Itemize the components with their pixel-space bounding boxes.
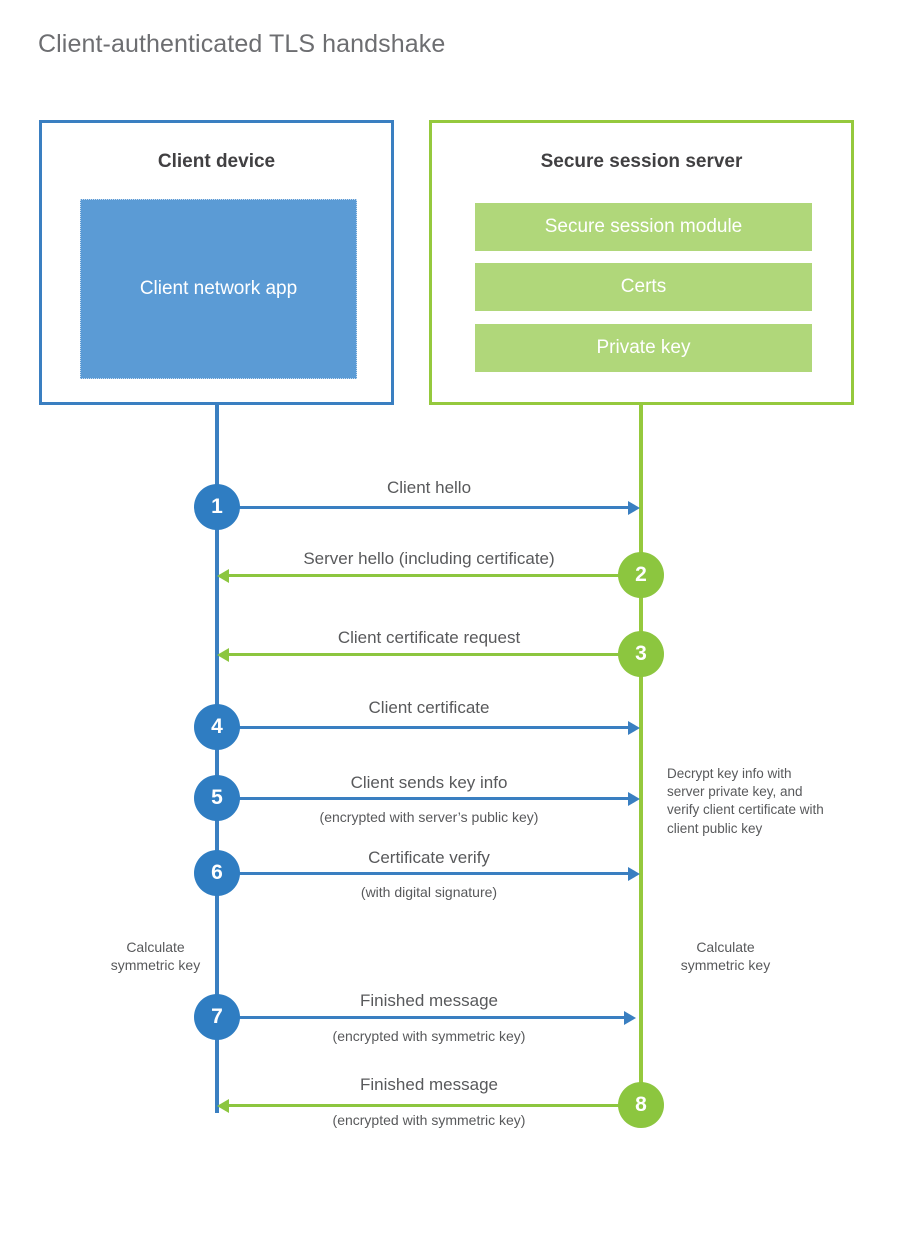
step-6-arrow bbox=[217, 866, 640, 881]
step-1-circle[interactable]: 1 bbox=[194, 484, 240, 530]
step-7-circle[interactable]: 7 bbox=[194, 994, 240, 1040]
server-decrypt-note: Decrypt key info with server private key… bbox=[667, 766, 824, 836]
step-4-number: 4 bbox=[211, 715, 223, 738]
step-5-label: Client sends key info bbox=[350, 773, 508, 792]
step-3-arrow bbox=[217, 647, 629, 662]
step-4-label: Client certificate bbox=[368, 698, 490, 717]
server-module-label: Private key bbox=[596, 337, 691, 358]
step-5-arrow bbox=[217, 791, 640, 806]
step-4-arrow bbox=[217, 720, 640, 735]
server-module-secure-session-module: Secure session module bbox=[475, 203, 812, 251]
step-7-arrow bbox=[217, 1010, 636, 1025]
client-device-box: Client device Client network app bbox=[39, 120, 394, 405]
step-5-circle[interactable]: 5 bbox=[194, 775, 240, 821]
step-2-circle[interactable]: 2 bbox=[618, 552, 664, 598]
server-module-certs: Certs bbox=[475, 263, 812, 311]
client-network-app-label: Client network app bbox=[139, 278, 298, 300]
secure-session-server-title: Secure session server bbox=[540, 151, 743, 172]
step-1-label: Client hello bbox=[386, 478, 472, 497]
client-device-title: Client device bbox=[157, 151, 276, 172]
client-calculate-symmetric-key-note: Calculate symmetric key bbox=[110, 939, 201, 974]
step-8-label: Finished message bbox=[360, 1075, 498, 1094]
step-2-number: 2 bbox=[635, 563, 647, 586]
server-module-label: Secure session module bbox=[544, 216, 743, 237]
server-calculate-symmetric-key-note: Calculate symmetric key bbox=[680, 939, 771, 974]
step-6-label: Certificate verify bbox=[368, 848, 490, 867]
step-3-number: 3 bbox=[635, 642, 647, 665]
step-2-label: Server hello (including certificate) bbox=[303, 549, 555, 568]
client-lifeline bbox=[215, 403, 219, 1113]
server-module-label: Certs bbox=[620, 276, 667, 297]
step-6-circle[interactable]: 6 bbox=[194, 850, 240, 896]
secure-session-server-box: Secure session server Secure session mod… bbox=[429, 120, 854, 405]
page-title: Client-authenticated TLS handshake bbox=[38, 30, 446, 58]
step-8-sublabel: (encrypted with symmetric key) bbox=[332, 1112, 526, 1128]
step-6-sublabel: (with digital signature) bbox=[360, 884, 498, 900]
step-7-number: 7 bbox=[211, 1005, 223, 1028]
step-3-label: Client certificate request bbox=[337, 628, 521, 647]
step-2-arrow bbox=[217, 568, 629, 583]
step-7-label: Finished message bbox=[360, 991, 498, 1010]
server-module-private-key: Private key bbox=[475, 324, 812, 372]
step-8-circle[interactable]: 8 bbox=[618, 1082, 664, 1128]
step-1-arrow bbox=[217, 500, 640, 515]
step-8-arrow bbox=[217, 1098, 629, 1113]
step-5-sublabel: (encrypted with server’s public key) bbox=[319, 809, 539, 825]
step-7-sublabel: (encrypted with symmetric key) bbox=[332, 1028, 526, 1044]
step-4-circle[interactable]: 4 bbox=[194, 704, 240, 750]
step-3-circle[interactable]: 3 bbox=[618, 631, 664, 677]
step-6-number: 6 bbox=[211, 861, 223, 884]
server-lifeline bbox=[639, 403, 643, 1107]
client-network-app-box: Client network app bbox=[80, 199, 357, 379]
step-1-number: 1 bbox=[211, 495, 223, 518]
step-8-number: 8 bbox=[635, 1093, 647, 1116]
step-5-number: 5 bbox=[211, 786, 223, 809]
